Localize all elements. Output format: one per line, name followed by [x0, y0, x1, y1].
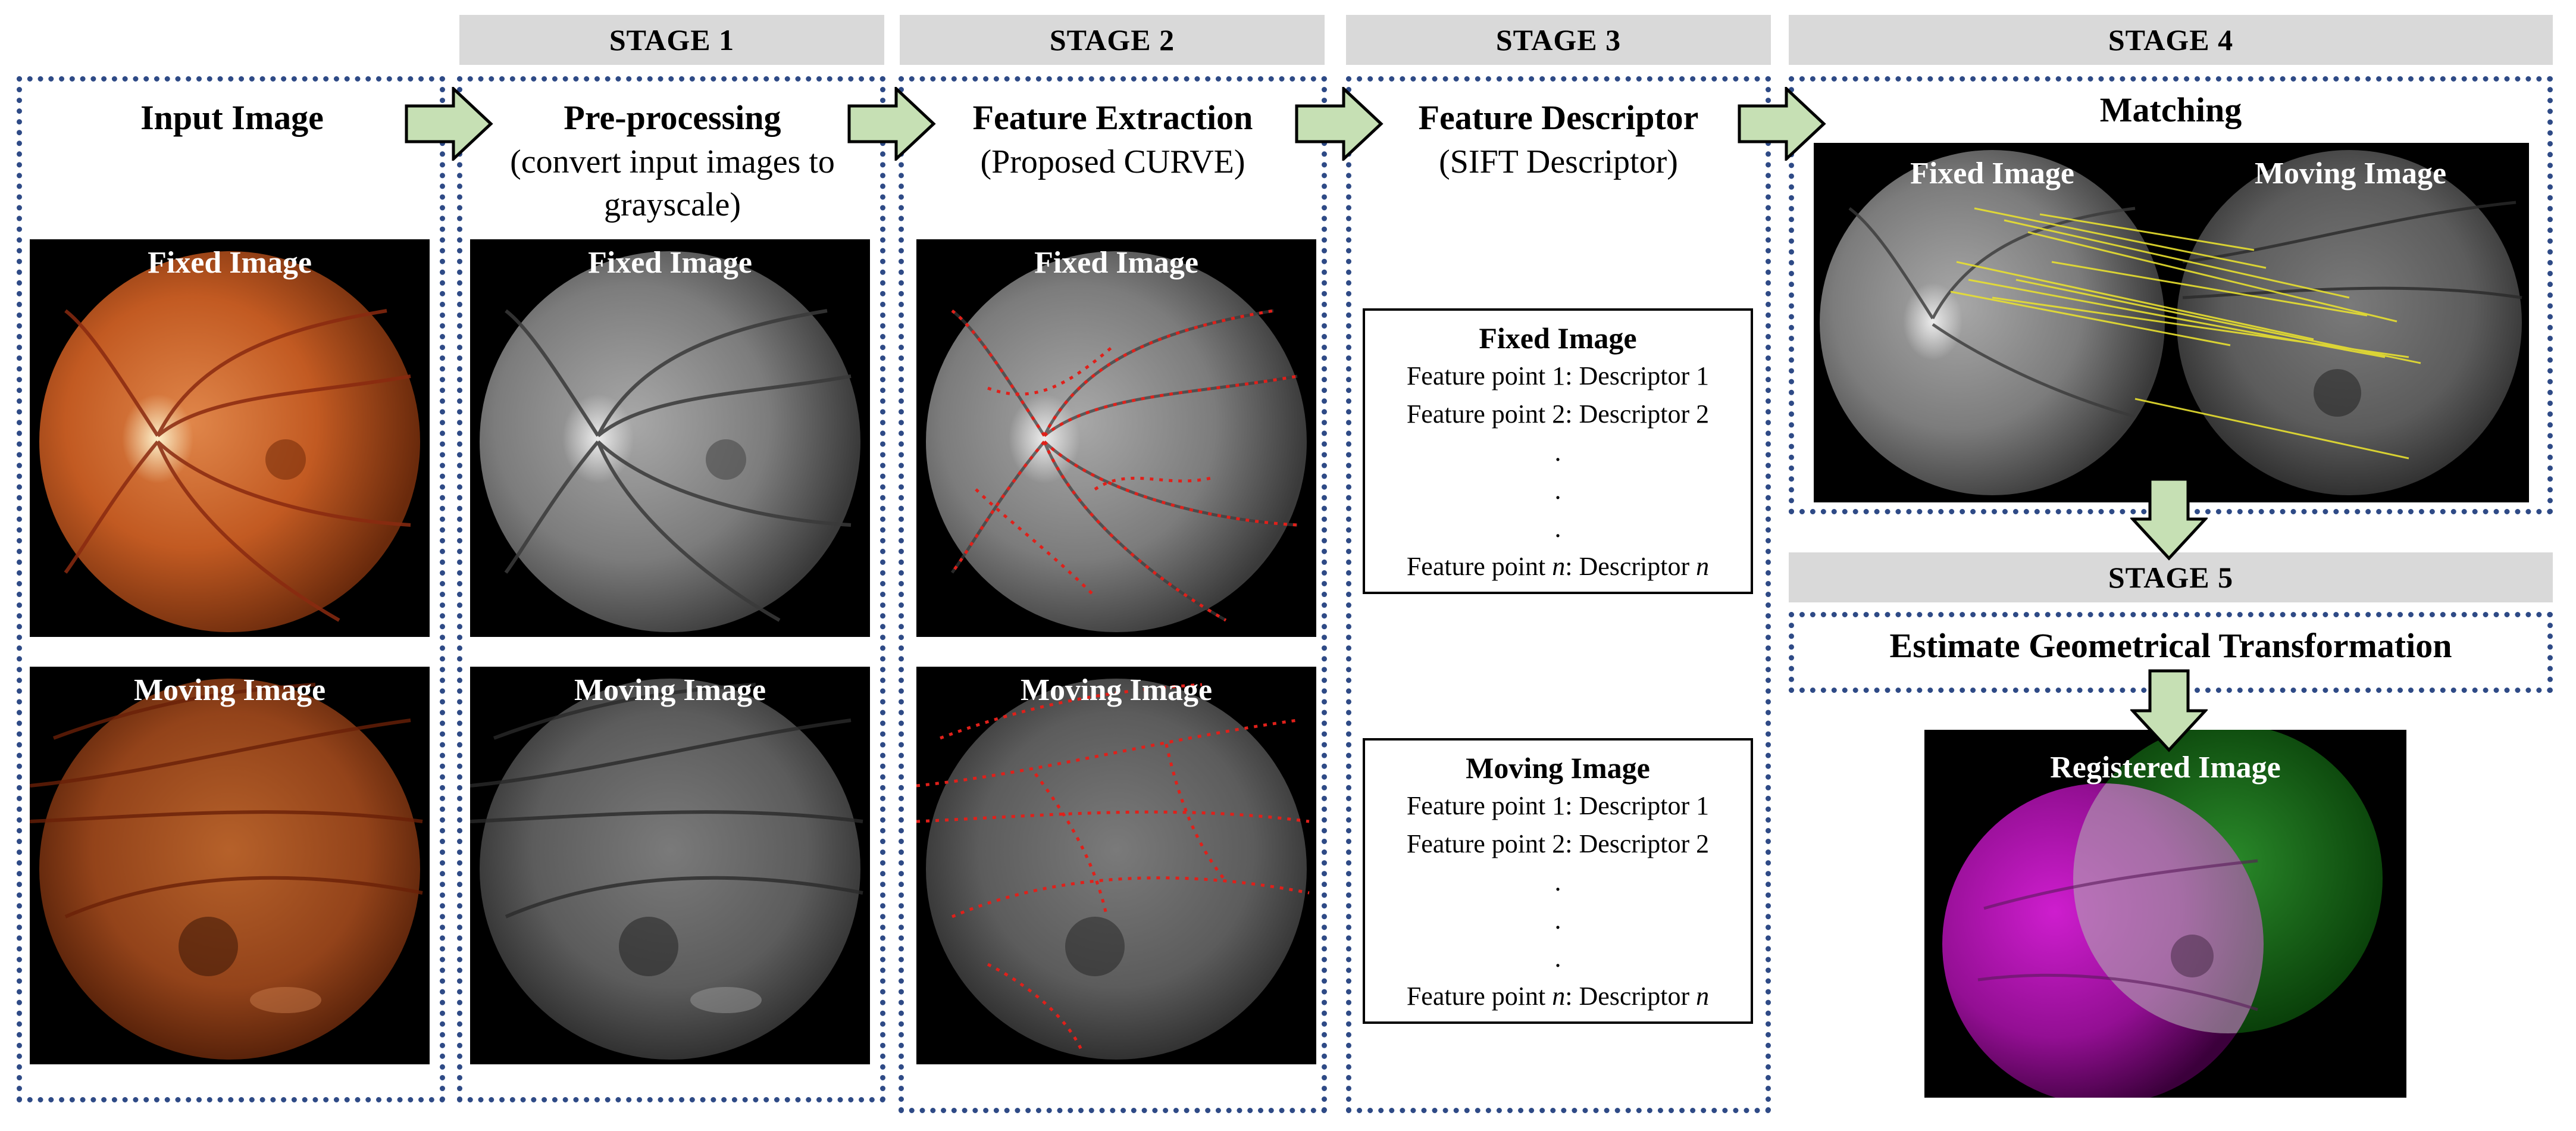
- feature-subtitle: (Proposed CURVE): [980, 143, 1245, 180]
- stage-4-header: STAGE 4: [1789, 15, 2553, 65]
- fixed-descriptor-heading: Fixed Image: [1479, 321, 1637, 355]
- feature-title: Feature Extraction: [972, 98, 1253, 137]
- feature-fixed-image: Fixed Image: [916, 239, 1316, 637]
- matching-title: Matching: [2099, 90, 2242, 129]
- preprocess-box: [457, 76, 885, 1102]
- matching-moving-label: Moving Image: [2254, 157, 2447, 190]
- preprocess-moving-image: Moving Image: [470, 667, 870, 1064]
- arrow-estimate-to-registered: [2130, 669, 2208, 752]
- fixed-descriptor-dot-1: .: [1554, 438, 1561, 467]
- stage-2-header: STAGE 2: [900, 15, 1325, 65]
- moving-descriptor-dot-2: .: [1554, 905, 1561, 935]
- feature-moving-image: Moving Image: [916, 667, 1316, 1064]
- fixed-descriptor-line-2: Feature point 2: Descriptor 2: [1406, 399, 1710, 429]
- fixed-descriptor-line-n: Feature point n: Descriptor n: [1406, 552, 1710, 581]
- arrow-descriptor-to-matching: [1738, 87, 1826, 161]
- input-moving-image: Moving Image: [30, 667, 430, 1064]
- moving-descriptor-box: Moving Image Feature point 1: Descriptor…: [1363, 738, 1753, 1024]
- feature-moving-label: Moving Image: [1020, 673, 1213, 707]
- registered-image: Registered Image: [1924, 730, 2406, 1098]
- fixed-descriptor-dot-3: .: [1554, 514, 1561, 543]
- input-box: [17, 76, 445, 1102]
- arrow-matching-to-stage5: [2130, 477, 2208, 561]
- moving-descriptor-line-n: Feature point n: Descriptor n: [1406, 982, 1710, 1011]
- descriptor-title: Feature Descriptor: [1418, 98, 1699, 137]
- moving-descriptor-dot-1: .: [1554, 867, 1561, 896]
- registered-label: Registered Image: [2050, 751, 2281, 785]
- moving-descriptor-heading: Moving Image: [1466, 751, 1650, 785]
- input-moving-label: Moving Image: [133, 673, 326, 707]
- fixed-descriptor-box: Fixed Image Feature point 1: Descriptor …: [1363, 308, 1753, 594]
- arrow-preprocess-to-feature: [847, 87, 936, 161]
- stage-3-header: STAGE 3: [1346, 15, 1771, 65]
- preprocess-fixed-label: Fixed Image: [588, 246, 752, 280]
- stage-5-header: STAGE 5: [1789, 552, 2553, 602]
- input-fixed-label: Fixed Image: [148, 246, 312, 280]
- matching-fixed-label: Fixed Image: [1910, 157, 2074, 190]
- moving-descriptor-dot-3: .: [1554, 943, 1561, 973]
- preprocess-moving-label: Moving Image: [574, 673, 766, 707]
- fixed-descriptor-line-1: Feature point 1: Descriptor 1: [1406, 361, 1710, 390]
- fixed-descriptor-dot-2: .: [1554, 476, 1561, 505]
- matching-image: Fixed Image Moving Image: [1814, 143, 2529, 502]
- moving-descriptor-line-2: Feature point 2: Descriptor 2: [1406, 829, 1710, 858]
- input-fixed-image: Fixed Image: [30, 239, 430, 637]
- preprocess-subtitle-2: grayscale): [603, 186, 741, 223]
- preprocess-fixed-image: Fixed Image: [470, 239, 870, 637]
- estimate-title: Estimate Geometrical Transformation: [1889, 626, 2452, 665]
- input-title: Input Image: [140, 98, 324, 137]
- arrow-feature-to-descriptor: [1295, 87, 1384, 161]
- arrow-input-to-preprocess: [405, 87, 493, 161]
- feature-fixed-label: Fixed Image: [1034, 246, 1198, 280]
- preprocess-subtitle-1: (convert input images to: [510, 143, 835, 180]
- preprocess-title: Pre-processing: [564, 98, 781, 137]
- descriptor-subtitle: (SIFT Descriptor): [1439, 143, 1678, 180]
- moving-descriptor-line-1: Feature point 1: Descriptor 1: [1406, 791, 1710, 820]
- descriptor-box: [1346, 76, 1771, 1113]
- stage-1-header: STAGE 1: [459, 15, 884, 65]
- feature-box: [899, 76, 1327, 1113]
